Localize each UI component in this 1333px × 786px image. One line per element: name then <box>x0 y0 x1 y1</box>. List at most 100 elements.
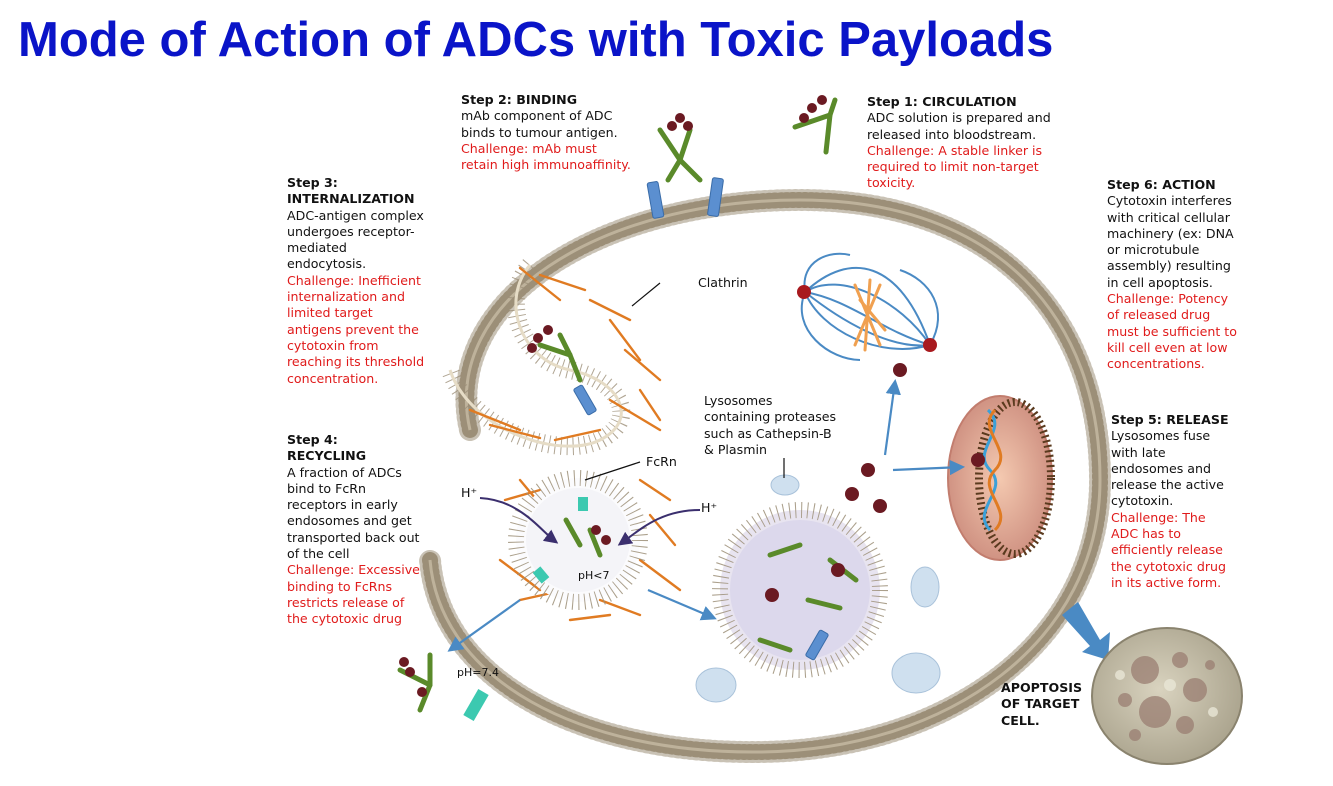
step-action-desc-2: with critical cellular <box>1107 209 1230 225</box>
fcrn-receptor <box>578 497 588 511</box>
apoptosis-label: APOPTOSIS OF TARGET CELL. <box>1001 680 1082 729</box>
pathway-arrows <box>447 378 966 652</box>
proton-arrow-left <box>479 497 559 544</box>
step-circulation-desc-1: ADC solution is prepared and <box>867 110 1051 126</box>
step-circulation-heading: Step 1: CIRCULATION <box>867 94 1017 109</box>
step-binding-desc-1: mAb component of ADC <box>461 108 613 124</box>
step-recycling-chal-3: restricts release of <box>287 594 405 610</box>
apoptotic-cell-body <box>1091 627 1243 765</box>
adc-antibody-circulation <box>792 97 838 155</box>
apoptosis-arrow <box>1062 602 1110 660</box>
step-recycling-desc-2: bind to FcRn <box>287 480 367 496</box>
ph-inside-label: pH<7 <box>578 569 610 582</box>
ph-outside-label: pH=7.4 <box>457 666 499 679</box>
clathrin-pointer <box>631 282 661 307</box>
step-action-chal-3: must be sufficient to <box>1107 323 1237 339</box>
proton-label-left: H⁺ <box>461 485 478 500</box>
step-action-desc-4: or microtubule <box>1107 242 1200 258</box>
step-circulation-desc-2: released into bloodstream. <box>867 126 1037 142</box>
step-action-desc-6: in cell apoptosis. <box>1107 274 1213 290</box>
step-internalization-chal-3: limited target <box>287 305 373 321</box>
step-release-desc-4: release the active <box>1111 477 1224 493</box>
apoptosis-label-1: APOPTOSIS <box>1001 680 1083 695</box>
step-recycling-desc-1: A fraction of ADCs <box>287 464 402 480</box>
step-release-desc-5: cytotoxin. <box>1111 493 1174 509</box>
step-binding: Step 2: BINDING mAb component of ADC bin… <box>461 92 661 173</box>
step-internalization-desc-2: undergoes receptor- <box>287 223 415 239</box>
step-internalization: Step 3: INTERNALIZATION ADC-antigen comp… <box>287 175 457 387</box>
step-release-chal-4: the cytotoxic drug <box>1111 558 1226 574</box>
step-circulation-chal-1: Challenge: A stable linker is <box>867 142 1043 158</box>
step-action-desc-5: assembly) resulting <box>1107 258 1231 274</box>
step-recycling-chal-2: binding to FcRns <box>287 578 393 594</box>
toxic-payloads <box>399 95 985 697</box>
step-internalization-chal-4: antigens prevent the <box>287 321 419 337</box>
antibody-fragments <box>563 517 859 653</box>
step-action-chal-4: kill cell even at low <box>1107 339 1228 355</box>
lysosomes <box>695 474 941 703</box>
step-internalization-chal-1: Challenge: Inefficient <box>287 272 421 288</box>
step-circulation: Step 1: CIRCULATION ADC solution is prep… <box>867 94 1097 192</box>
free-fcrn <box>463 689 489 721</box>
page-title: Mode of Action of ADCs with Toxic Payloa… <box>18 13 1054 67</box>
step-release-desc-2: with late <box>1111 444 1166 460</box>
step-internalization-chal-2: internalization and <box>287 289 405 305</box>
step-action-desc-3: machinery (ex: DNA <box>1107 225 1234 241</box>
adc-antibody-recycled <box>397 652 433 713</box>
step-internalization-chal-5: cytotoxin from <box>287 337 379 353</box>
cell-membrane <box>419 188 1112 764</box>
nucleus <box>947 395 1055 561</box>
adc-antibody-internal <box>537 332 583 383</box>
step-action: Step 6: ACTION Cytotoxin interferes with… <box>1107 177 1267 373</box>
adc-antibody-binding <box>657 127 703 183</box>
step-action-chal-2: of released drug <box>1107 307 1211 323</box>
apoptotic-vesicles <box>1115 670 1218 717</box>
step-internalization-desc-4: endocytosis. <box>287 256 367 272</box>
clathrin-label: Clathrin <box>698 275 748 290</box>
lysosome-label-2: containing proteases <box>704 409 837 425</box>
step-release-chal-3: efficiently release <box>1111 542 1223 558</box>
step-internalization-desc-3: mediated <box>287 240 347 256</box>
step-action-chal-1: Challenge: Potency <box>1107 291 1229 307</box>
step-action-chal-5: concentrations. <box>1107 356 1205 372</box>
lysosome-label: Lysosomes containing proteases such as C… <box>704 393 864 458</box>
step-action-heading: Step 6: ACTION <box>1107 177 1216 192</box>
step-binding-heading: Step 2: BINDING <box>461 92 578 107</box>
step-circulation-chal-3: toxicity. <box>867 175 916 191</box>
centrosome-right <box>923 338 937 352</box>
step-release-chal-1: Challenge: The <box>1111 509 1206 525</box>
step-recycling: Step 4: RECYCLING A fraction of ADCs bin… <box>287 432 447 628</box>
apoptosis-label-2: OF TARGET <box>1001 696 1080 712</box>
step-recycling-heading-1: Step 4: <box>287 432 338 447</box>
step-recycling-chal-4: the cytotoxic drug <box>287 611 402 627</box>
step-internalization-chal-7: concentration. <box>287 370 379 386</box>
step-internalization-heading-2: INTERNALIZATION <box>287 191 415 207</box>
step-circulation-chal-2: required to limit non-target <box>867 159 1039 175</box>
step-internalization-desc-1: ADC-antigen complex <box>287 207 424 223</box>
fcrn-label: FcRn <box>646 454 677 469</box>
apoptotic-cell <box>1091 627 1243 765</box>
apoptotic-fragments <box>1118 652 1215 741</box>
lysosome-label-3: such as Cathepsin-B <box>704 425 832 441</box>
late-endosome <box>712 502 888 678</box>
step-action-desc-1: Cytotoxin interferes <box>1107 193 1232 209</box>
lysosome-label-1: Lysosomes <box>704 393 773 408</box>
step-recycling-desc-5: transported back out <box>287 529 420 545</box>
centrosome-left <box>797 285 811 299</box>
step-release-desc-3: endosomes and <box>1111 460 1211 476</box>
apoptosis-label-3: CELL. <box>1001 712 1040 728</box>
surface-antigens <box>573 177 829 661</box>
step-internalization-chal-6: reaching its threshold <box>287 354 425 370</box>
step-binding-chal-1: Challenge: mAb must <box>461 140 597 156</box>
chromosomes <box>853 278 887 352</box>
lysosome-label-4: & Plasmin <box>704 441 767 457</box>
step-release-chal-5: in its active form. <box>1111 574 1222 590</box>
step-recycling-desc-4: endosomes and get <box>287 513 412 529</box>
step-release: Step 5: RELEASE Lysosomes fuse with late… <box>1111 412 1251 591</box>
proton-label-right: H⁺ <box>701 500 718 515</box>
step-internalization-heading-1: Step 3: <box>287 175 338 190</box>
step-recycling-desc-6: of the cell <box>287 546 350 562</box>
proton-arrow-right <box>617 509 701 546</box>
step-recycling-desc-3: receptors in early <box>287 497 398 513</box>
